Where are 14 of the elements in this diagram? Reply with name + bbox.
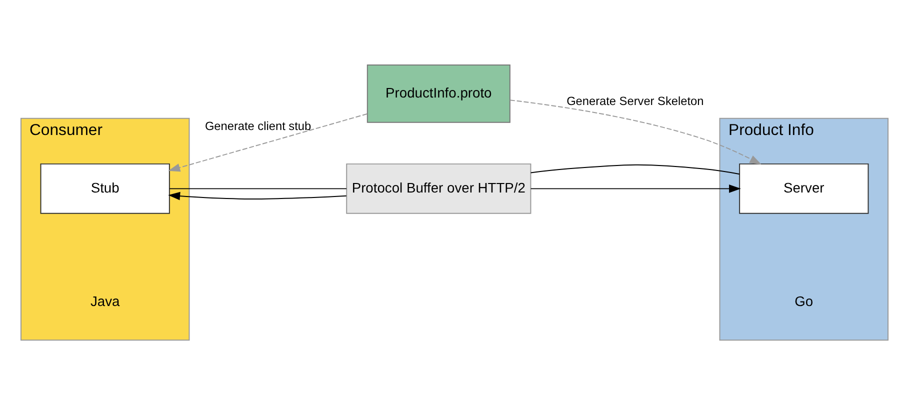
arrow [168, 191, 347, 200]
node-box: Server [739, 162, 869, 214]
node-label: Go [794, 292, 814, 309]
connector [530, 164, 740, 174]
node-box: Stub [40, 162, 170, 214]
node-box: Protocol Buffer over HTTP/2 [346, 162, 532, 214]
node-box: ProductInfo.proto [366, 64, 510, 122]
node-label: Java [90, 292, 120, 309]
arrow [530, 184, 741, 192]
edge-label: Generate client stub [204, 118, 312, 132]
edge-label: Generate Server Skeleton [566, 94, 704, 108]
connector [169, 188, 347, 189]
arrow [168, 112, 368, 172]
arrow [510, 99, 762, 164]
